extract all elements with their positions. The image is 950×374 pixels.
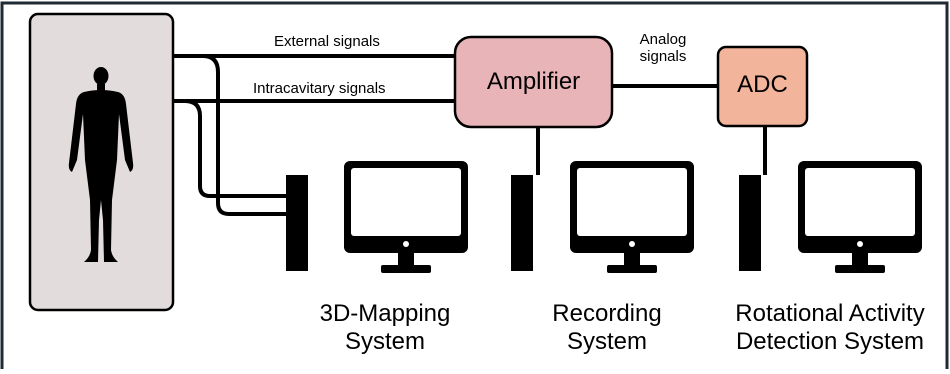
system-label-line2: System — [566, 327, 647, 355]
amplifier-label: Amplifier — [486, 68, 581, 95]
analog-signals-label: Analog signals — [637, 31, 689, 66]
system-label-line1: Recording — [552, 300, 662, 327]
desktop-tower-icon — [286, 175, 308, 271]
desktop-computer-icon — [344, 161, 468, 273]
wires — [173, 54, 767, 216]
adc-label: ADC — [737, 71, 788, 98]
system-label-rotational-activity: Rotational Activity Detection System — [718, 300, 942, 355]
computer-3d-mapping — [286, 161, 468, 273]
intracavitary-signals-label: Intracavitary signals — [253, 80, 386, 97]
system-label-line2: System — [344, 327, 425, 355]
desktop-computer-icon — [798, 161, 922, 273]
computer-recording — [511, 161, 694, 273]
desktop-tower-icon — [511, 175, 533, 271]
computer-rotational-activity — [739, 161, 922, 273]
amplifier-box — [453, 35, 614, 129]
system-label-recording: Recording System — [527, 300, 687, 355]
analog-signals-line1: Analog — [639, 31, 687, 48]
adc-box — [716, 45, 809, 128]
system-label-3d-mapping: 3D-Mapping System — [296, 300, 474, 355]
external-signals-label: External signals — [274, 33, 380, 50]
desktop-computer-icon — [570, 161, 694, 273]
human-silhouette-icon — [68, 67, 134, 262]
desktop-tower-icon — [739, 175, 761, 271]
system-label-line1: 3D-Mapping — [319, 300, 451, 327]
system-label-line2: Detection System — [735, 327, 925, 355]
analog-signals-line2: signals — [639, 48, 687, 66]
system-label-line1: Rotational Activity — [735, 300, 925, 327]
